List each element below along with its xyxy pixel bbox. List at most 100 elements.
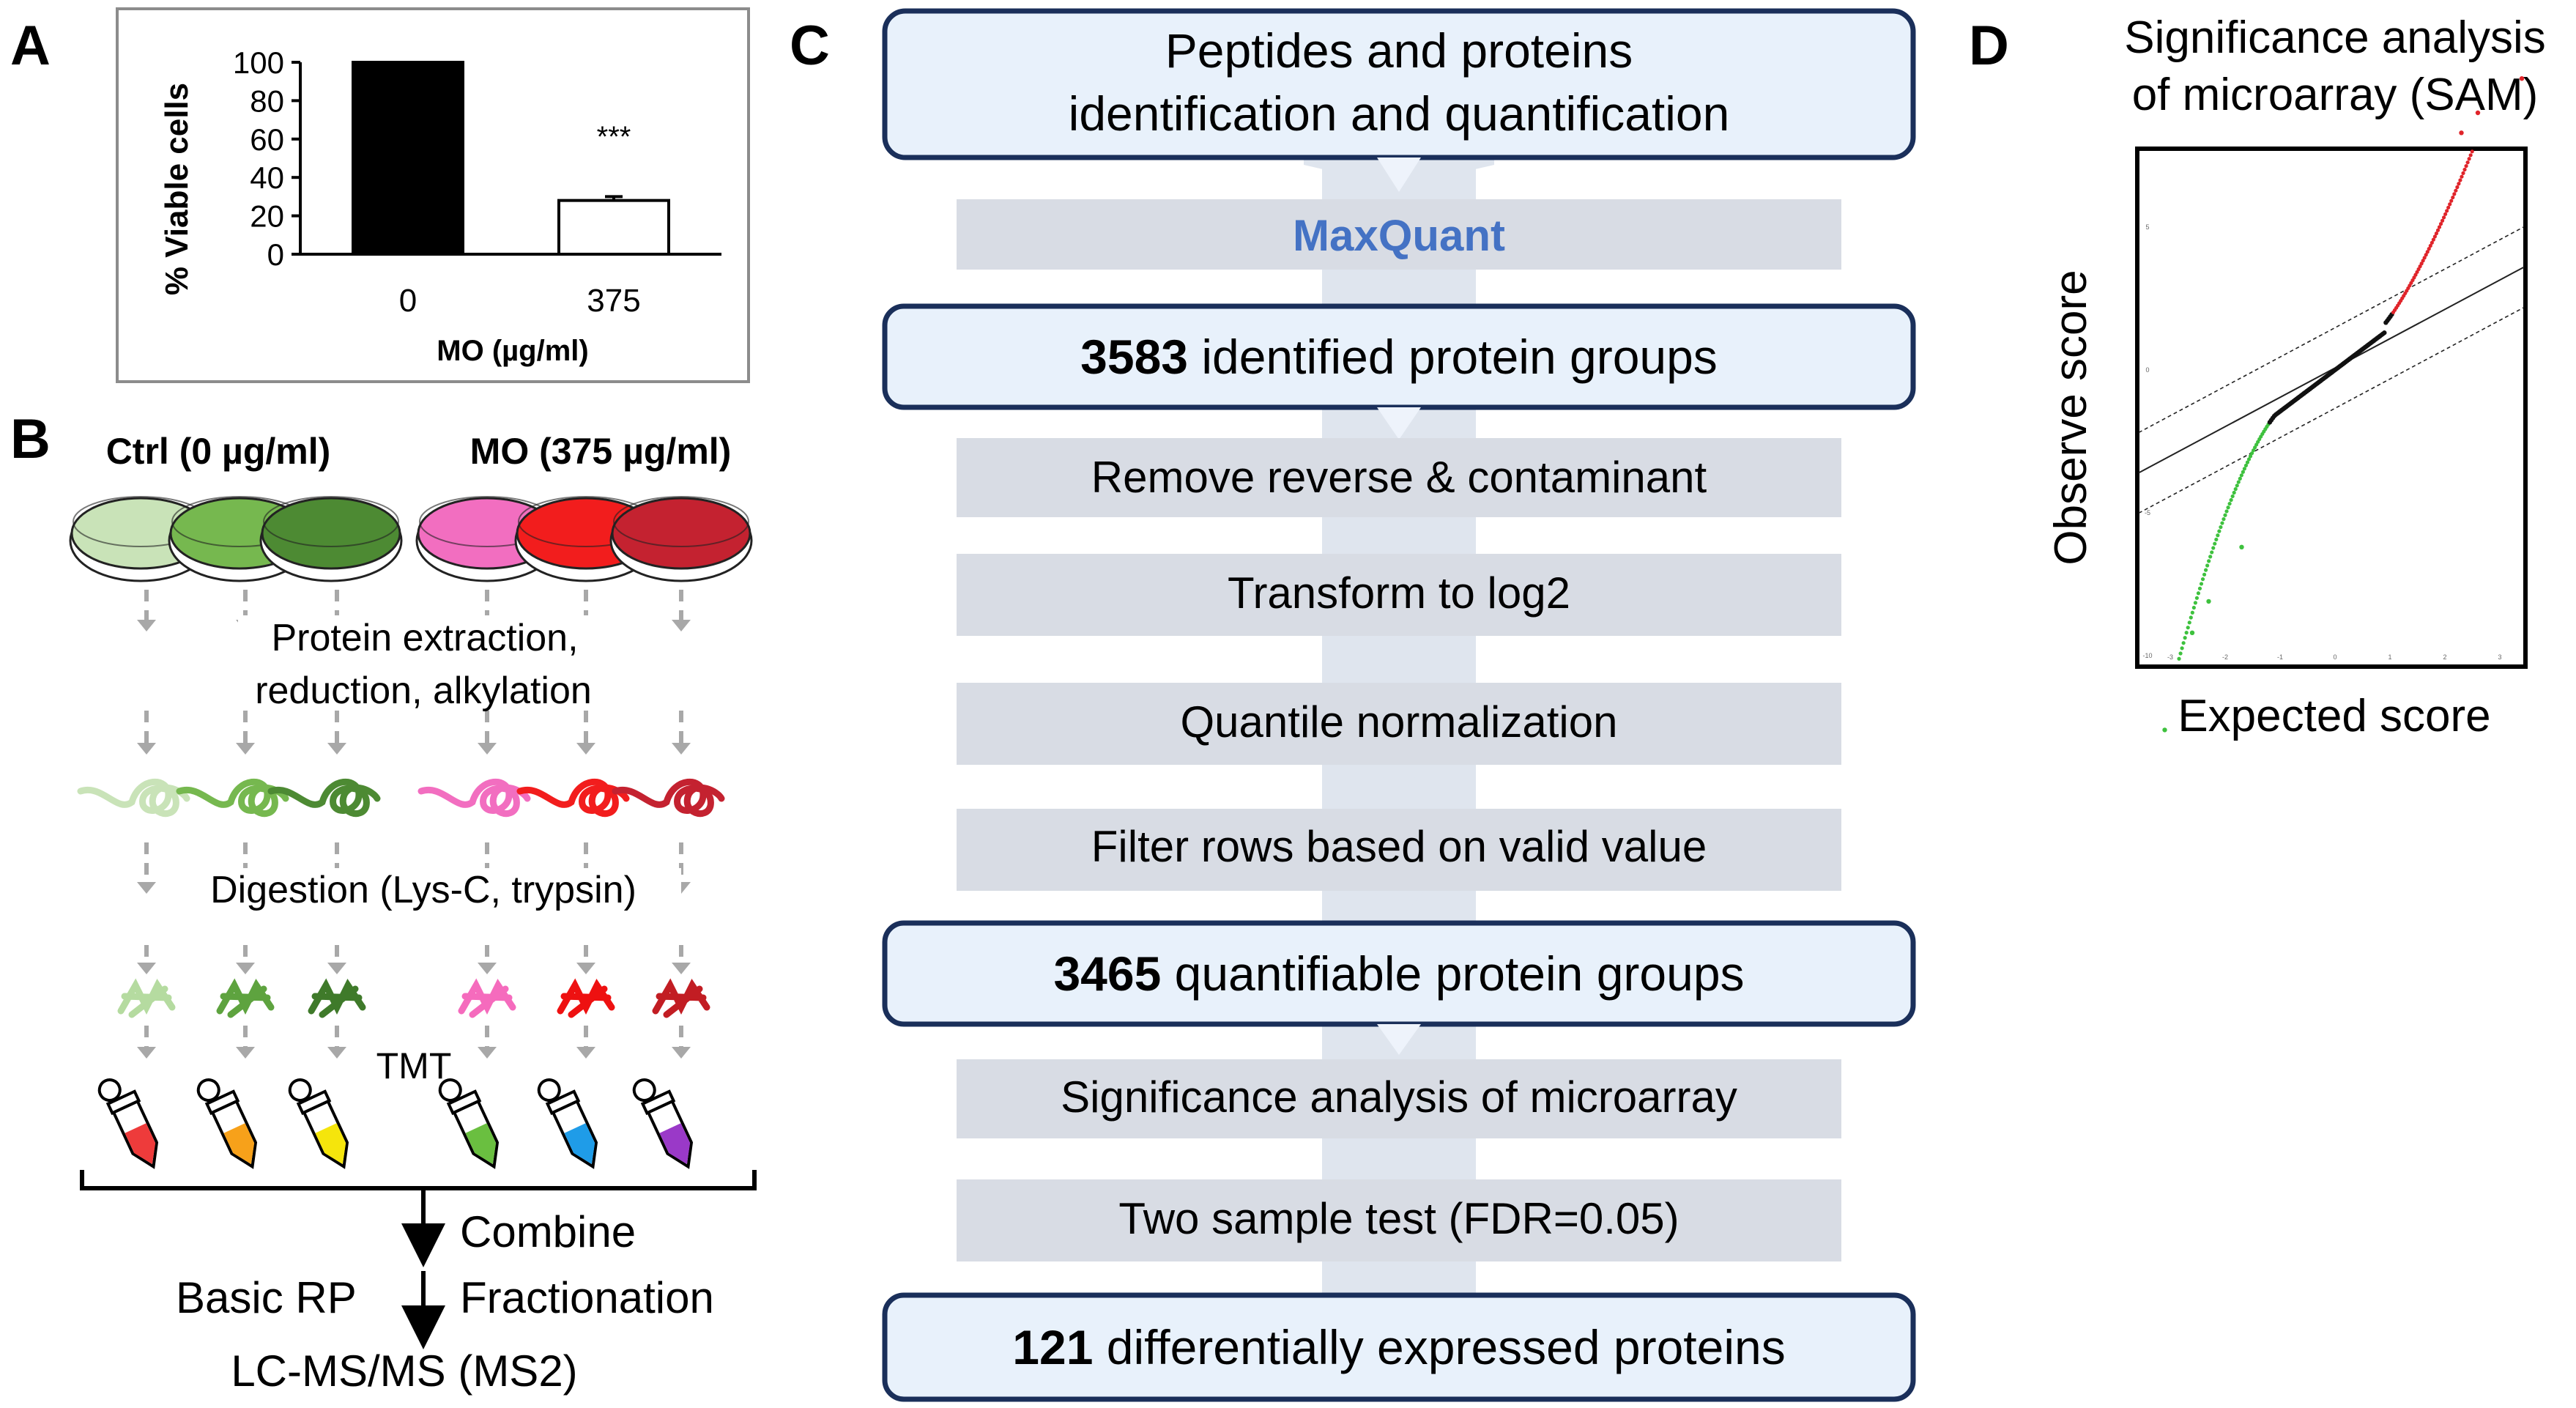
step-sam: Significance analysis of microarray [957,1059,1841,1138]
sam-point [2424,253,2428,257]
sam-point [2233,487,2238,492]
tmt-tube [438,1078,500,1169]
sam-point [2213,541,2217,546]
step-extraction: Protein extraction, [271,617,578,659]
culture-dish [259,496,403,582]
panel-letter-d: D [1969,15,2009,77]
step-basic-rp: Basic RP [176,1273,357,1322]
sam-x-tick: -2 [2222,653,2228,661]
sam-point [2183,636,2187,640]
sam-y-tick: -10 [2142,652,2152,659]
result-box-identification: Peptides and proteins identification and… [882,8,1916,160]
sam-x-tick: 3 [2498,653,2501,661]
protein-scribble [77,778,190,818]
sam-point [2382,330,2387,336]
y-tick-label: 60 [250,122,284,157]
tmt-tube [632,1078,694,1169]
sam-reference-line [2138,306,2525,514]
sam-point [2241,470,2245,474]
step-combine: Combine [460,1207,636,1256]
sam-point [2187,620,2191,625]
x-tick-label: 0 [399,283,417,319]
maxquant-label: MaxQuant [1293,211,1505,260]
step-filter-rows: Filter rows based on valid value [957,809,1841,891]
sam-outlier [2519,76,2525,81]
y-tick-label: 20 [250,199,284,234]
sam-point [2232,490,2236,495]
sam-point [2193,601,2197,605]
differential-text: differentially expressed proteins [1093,1320,1785,1374]
sam-outlier [2189,630,2195,635]
panel-letter-c: C [790,15,830,77]
y-tick-label: 80 [250,84,284,118]
protein-scribble [176,778,289,818]
sam-point [2203,568,2208,572]
combine-bracket [80,1170,757,1190]
box-text-line1: Peptides and proteins [1165,23,1633,78]
sam-point [2454,188,2458,193]
protein-scribbles [77,778,725,818]
step-lcms: LC-MS/MS (MS2) [231,1346,577,1396]
step-maxquant: MaxQuant [957,199,1841,270]
tmt-tube [97,1078,159,1169]
peptide-scribble [216,978,275,1018]
sam-point [2448,202,2452,207]
sam-point [2243,463,2249,468]
sam-title-line2: of microarray (SAM) [2132,70,2539,120]
two-sample-test-label: Two sample test (FDR=0.05) [1118,1194,1679,1243]
sam-point [2470,149,2474,154]
sam-point [2249,451,2254,456]
chart-xlabel: MO (µg/ml) [437,335,588,367]
sam-point [2208,555,2213,559]
sam-point [2235,483,2239,488]
protein-scribble [267,778,381,818]
sam-point [2251,448,2256,453]
sam-y-tick: -5 [2145,509,2150,516]
ctrl-group-label: Ctrl (0 µg/ml) [106,431,331,472]
tmt-tube [288,1078,349,1169]
sam-point [2199,582,2204,586]
tmt-tubes [97,1078,694,1169]
sam-point [2468,153,2473,158]
sam-point [2458,178,2462,182]
sam-x-tick: -1 [2277,653,2283,661]
step-transform-log2: Transform to log2 [957,554,1841,636]
differential-count: 121 [1012,1320,1093,1374]
sam-point [2200,577,2205,582]
sam-point [2446,205,2451,210]
sam-point [2430,240,2434,245]
data-processing-flow: Peptides and proteins identification and… [882,8,1916,1402]
sam-point [2445,209,2449,213]
sam-point [2246,457,2252,462]
sam-point [2184,631,2189,635]
sam-point [2202,572,2207,577]
sam-outlier [2475,110,2481,116]
sample-prep-workflow: Ctrl (0 µg/ml) MO (375 µg/ml) Protein ex… [69,431,757,1396]
sam-point [2211,546,2216,550]
significance-stars: *** [597,121,631,153]
sam-point [2428,243,2432,248]
sam-reference-line [2138,226,2525,434]
sam-point [2205,563,2210,568]
sam-title-line1: Significance analysis [2124,12,2546,63]
sam-y-tick: 5 [2145,223,2149,231]
sam-point [2221,517,2226,522]
sam-point [2464,164,2468,168]
sam-point [2194,596,2200,600]
sam-point [2248,454,2253,459]
sam-x-tick: 2 [2443,653,2446,661]
sam-point [2216,533,2220,538]
svg-text:3583 identified protein groups: 3583 identified protein groups [1080,330,1718,384]
x-tick-label: 375 [587,283,640,319]
sam-point [2219,525,2223,530]
sam-point [2422,256,2427,260]
sam-point [2227,501,2232,506]
transform-log2-label: Transform to log2 [1228,568,1570,618]
sam-point [2210,550,2214,555]
peptide-scribble [557,978,615,1018]
quantifiable-count: 3465 [1053,946,1161,1001]
